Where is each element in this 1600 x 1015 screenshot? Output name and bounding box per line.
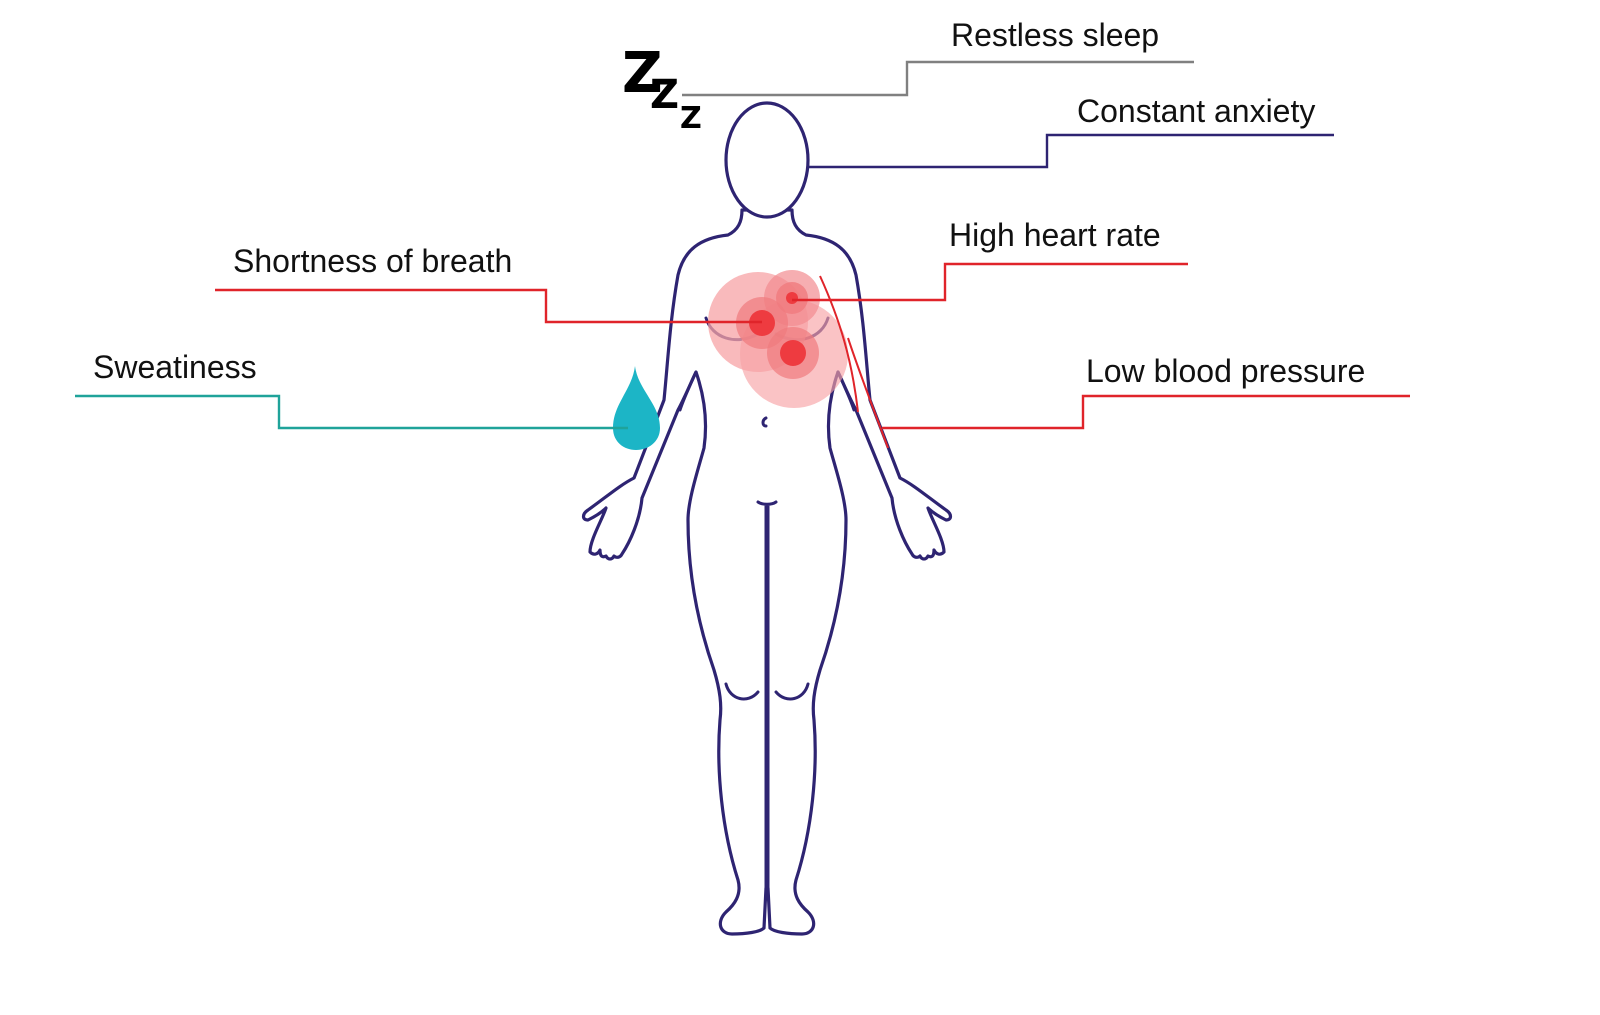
constant-anxiety-label: Constant anxiety	[1077, 93, 1315, 129]
human-body-figure	[581, 101, 953, 936]
head	[724, 101, 810, 219]
low-blood-pressure-label: Low blood pressure	[1086, 353, 1365, 389]
sweat-drop-icon	[613, 366, 660, 450]
restless-sleep-leader-line	[682, 60, 1194, 97]
chest-glow-core-top	[786, 292, 798, 304]
left-inner-arm-line	[678, 370, 698, 412]
sweatiness-leader-line	[75, 394, 628, 430]
shortness-of-breath-label: Shortness of breath	[233, 243, 512, 279]
blood-vessel-line-inner	[847, 337, 889, 449]
chest-glow-core-right	[780, 340, 806, 366]
shortness-of-breath-leader-line	[215, 288, 762, 324]
sleep-glyph-small: Z	[680, 101, 702, 136]
right-knee-line	[774, 682, 810, 701]
sleep-glyph-medium: Z	[650, 72, 679, 118]
high-heart-rate-leader-line	[792, 262, 1188, 302]
zzz-sleep-icon: Z Z Z	[622, 41, 702, 136]
constant-anxiety-leader-line	[808, 133, 1334, 169]
navel	[761, 416, 768, 428]
sleep-glyph-large: Z	[622, 41, 663, 106]
restless-sleep-label: Restless sleep	[951, 17, 1159, 53]
blood-vessel-lines	[819, 275, 889, 449]
sweatiness-label: Sweatiness	[93, 349, 257, 385]
leg-separation-line	[756, 500, 778, 890]
low-blood-pressure-leader-line	[882, 394, 1410, 430]
blood-vessel-line-outer	[819, 275, 859, 413]
high-heart-rate-label: High heart rate	[949, 217, 1161, 253]
left-knee-line	[724, 682, 760, 701]
